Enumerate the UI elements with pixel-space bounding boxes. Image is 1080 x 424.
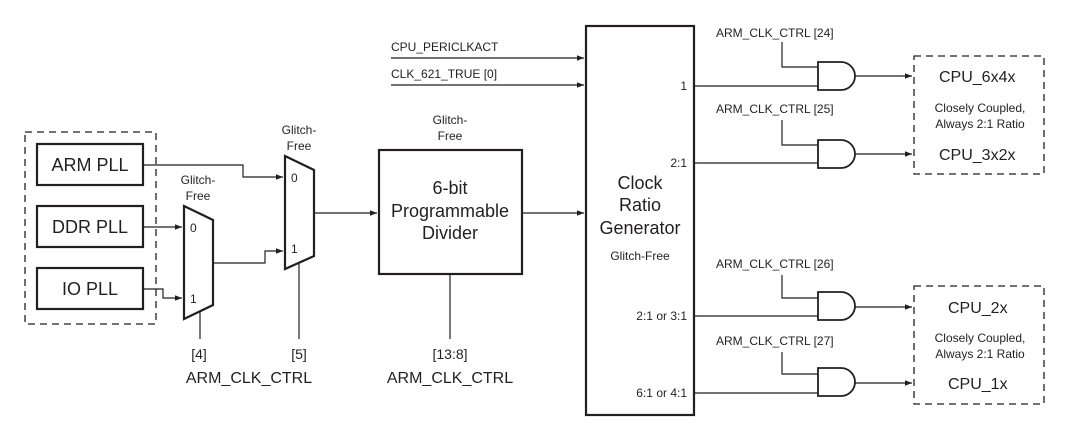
mux-a-note-2: Free — [186, 189, 211, 203]
gate-1-enable-label: ARM_CLK_CTRL [24] — [716, 26, 834, 40]
group-1-note-2: Always 2:1 Ratio — [935, 117, 1025, 131]
mux-a-input-0: 0 — [190, 221, 197, 235]
mux-b-input-0: 0 — [291, 171, 298, 185]
pll-io: IO PLL — [35, 266, 145, 311]
divider-label-1: 6-bit — [432, 178, 467, 198]
divider-note-1: Glitch- — [433, 113, 468, 127]
wire-muxa-muxb — [213, 248, 283, 264]
divider-select-bits: [13:8] — [432, 346, 467, 362]
pll-io-label: IO PLL — [62, 279, 118, 299]
group-2-note-2: Always 2:1 Ratio — [935, 347, 1025, 361]
output-cpu-2x: CPU_2x — [948, 300, 1008, 317]
clockgen-label-3: Generator — [599, 218, 680, 238]
wire-iopll-muxa — [143, 288, 182, 301]
divider-label-2: Programmable — [391, 201, 509, 221]
pll-ddr-label: DDR PLL — [52, 217, 128, 237]
gate-2-enable-label: ARM_CLK_CTRL [25] — [716, 102, 834, 116]
output-cpu-6x4x: CPU_6x4x — [939, 69, 1015, 86]
input-cpu-periclkact-label: CPU_PERICLKACT — [391, 40, 499, 54]
input-clk-621-true-label: CLK_621_TRUE [0] — [391, 67, 497, 81]
divider-label-3: Divider — [422, 223, 478, 243]
gate-3-enable-label: ARM_CLK_CTRL [26] — [716, 257, 834, 271]
mux-a: Glitch- Free 0 1 — [181, 173, 216, 321]
mux-b-input-1: 1 — [291, 242, 298, 256]
pll-ddr: DDR PLL — [35, 204, 145, 249]
wire-armpll-muxb — [143, 164, 283, 180]
clockgen-output-3: 2:1 or 3:1 — [636, 309, 687, 323]
output-group-2: CPU_2x Closely Coupled, Always 2:1 Ratio… — [913, 285, 1045, 405]
group-2-note-1: Closely Coupled, — [935, 331, 1026, 345]
gate-4-enable-label: ARM_CLK_CTRL [27] — [716, 334, 834, 348]
and-gate-1: ARM_CLK_CTRL [24] — [694, 26, 912, 91]
and-gate-4: ARM_CLK_CTRL [27] — [694, 334, 912, 397]
mux-b-note-1: Glitch- — [282, 123, 317, 137]
mux-a-input-1: 1 — [190, 292, 197, 306]
group-1-note-1: Closely Coupled, — [935, 101, 1026, 115]
output-group-1: CPU_6x4x Closely Coupled, Always 2:1 Rat… — [913, 55, 1045, 175]
clockgen-label-2: Ratio — [619, 195, 661, 215]
mux-b-note-2: Free — [287, 139, 312, 153]
programmable-divider: Glitch- Free 6-bit Programmable Divider — [377, 113, 524, 276]
clockgen-label-1: Clock — [617, 173, 663, 193]
mux-a-note-1: Glitch- — [181, 173, 216, 187]
clockgen-output-1: 1 — [680, 79, 687, 93]
pll-arm-label: ARM PLL — [51, 155, 128, 175]
output-cpu-3x2x: CPU_3x2x — [939, 147, 1015, 164]
pll-group-boundary — [24, 131, 157, 325]
mux-b-select-bit: [5] — [291, 346, 307, 362]
clockgen-output-2: 2:1 — [670, 156, 687, 170]
and-gate-2: ARM_CLK_CTRL [25] — [694, 102, 912, 169]
clockgen-note: Glitch-Free — [610, 249, 670, 263]
divider-register: ARM_CLK_CTRL — [387, 370, 513, 387]
clockgen-output-4: 6:1 or 4:1 — [636, 386, 687, 400]
pll-arm: ARM PLL — [35, 142, 145, 187]
mux-select-register: ARM_CLK_CTRL — [186, 370, 312, 387]
clock-ratio-generator: Clock Ratio Generator Glitch-Free 1 2:1 … — [584, 24, 696, 417]
and-gate-3: ARM_CLK_CTRL [26] — [694, 257, 912, 321]
divider-note-2: Free — [438, 129, 463, 143]
output-cpu-1x: CPU_1x — [948, 376, 1008, 393]
mux-b: Glitch- Free 0 1 — [282, 123, 317, 271]
mux-a-select-bit: [4] — [191, 346, 207, 362]
